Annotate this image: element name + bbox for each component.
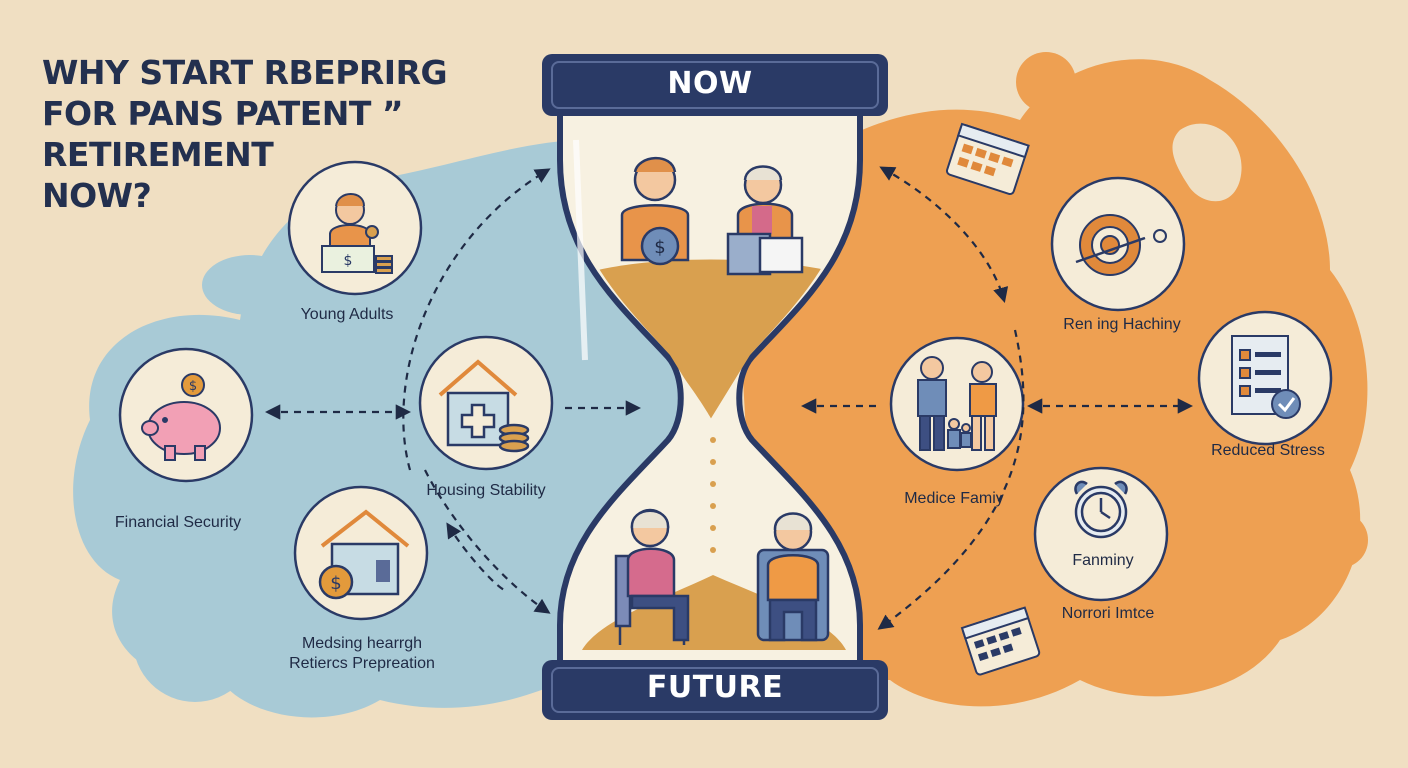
reduced-stress-circle	[1197, 310, 1333, 446]
checklist-icon	[1231, 335, 1301, 419]
reduced-stress-label: Reduced Stress	[1211, 442, 1325, 459]
svg-text:$: $	[344, 253, 353, 269]
piggy-bank-icon	[141, 401, 221, 461]
house-medical-icon	[438, 359, 530, 453]
housing-stability-label: Housing Stability	[426, 482, 546, 499]
alarm-clock-icon	[1074, 480, 1128, 539]
medice-family-label: Medice Famiy	[904, 490, 1004, 507]
senior-woman-seated-icon	[614, 508, 690, 645]
retirement-preparation-label-line-2: Retiercs Prepreation	[289, 655, 435, 672]
title-line-2: FOR PANS PATENT ”	[42, 94, 404, 133]
financial-security-circle: $	[118, 347, 254, 483]
rening-circle	[1050, 176, 1186, 312]
house-coin-icon: $	[318, 509, 410, 600]
fanminy-circle	[1033, 466, 1169, 602]
left-blue-blob	[73, 140, 690, 718]
young-adults-label: Young Adults	[300, 306, 394, 323]
retirement-preparation-label: Medsing hearrgh Retiercs Prepreation	[289, 634, 435, 674]
young-person-with-coin-icon: $	[620, 156, 690, 266]
title-line-1: WHY START RBEPRIRG	[42, 53, 448, 92]
rening-label: Ren ing Hachiny	[1063, 316, 1181, 333]
retirement-preparation-circle: $	[293, 485, 429, 621]
now-banner-label: NOW	[667, 66, 752, 101]
family-icon	[917, 356, 997, 451]
svg-text:$: $	[654, 237, 665, 258]
person-with-laptop-icon	[726, 165, 804, 276]
future-banner-label: FUTURE	[647, 670, 783, 705]
title-line-4: NOW?	[42, 176, 152, 215]
svg-text:$: $	[189, 379, 197, 394]
financial-security-label: Financial Security	[114, 514, 242, 531]
norrori-label: Norrori Imtce	[1061, 605, 1155, 622]
fanminy-label: Fanminy	[1072, 552, 1134, 569]
flow-arrows	[264, 166, 1194, 630]
page-title: WHY START RBEPRIRG FOR PANS PATENT ” RET…	[42, 52, 448, 216]
young-adults-circle: $	[287, 160, 423, 296]
young-adult-cash-icon: $	[321, 193, 393, 274]
svg-text:$: $	[330, 573, 341, 594]
retirement-preparation-label-line-1: Medsing hearrgh	[301, 635, 423, 652]
gear-target-icon	[1075, 214, 1167, 276]
calendar-icon-bottom	[960, 606, 1041, 676]
housing-stability-circle	[418, 335, 554, 471]
senior-man-seated-icon	[756, 512, 830, 642]
title-line-3: RETIREMENT	[42, 135, 274, 174]
coin-icon: $	[181, 373, 205, 397]
medice-family-circle	[889, 336, 1025, 472]
